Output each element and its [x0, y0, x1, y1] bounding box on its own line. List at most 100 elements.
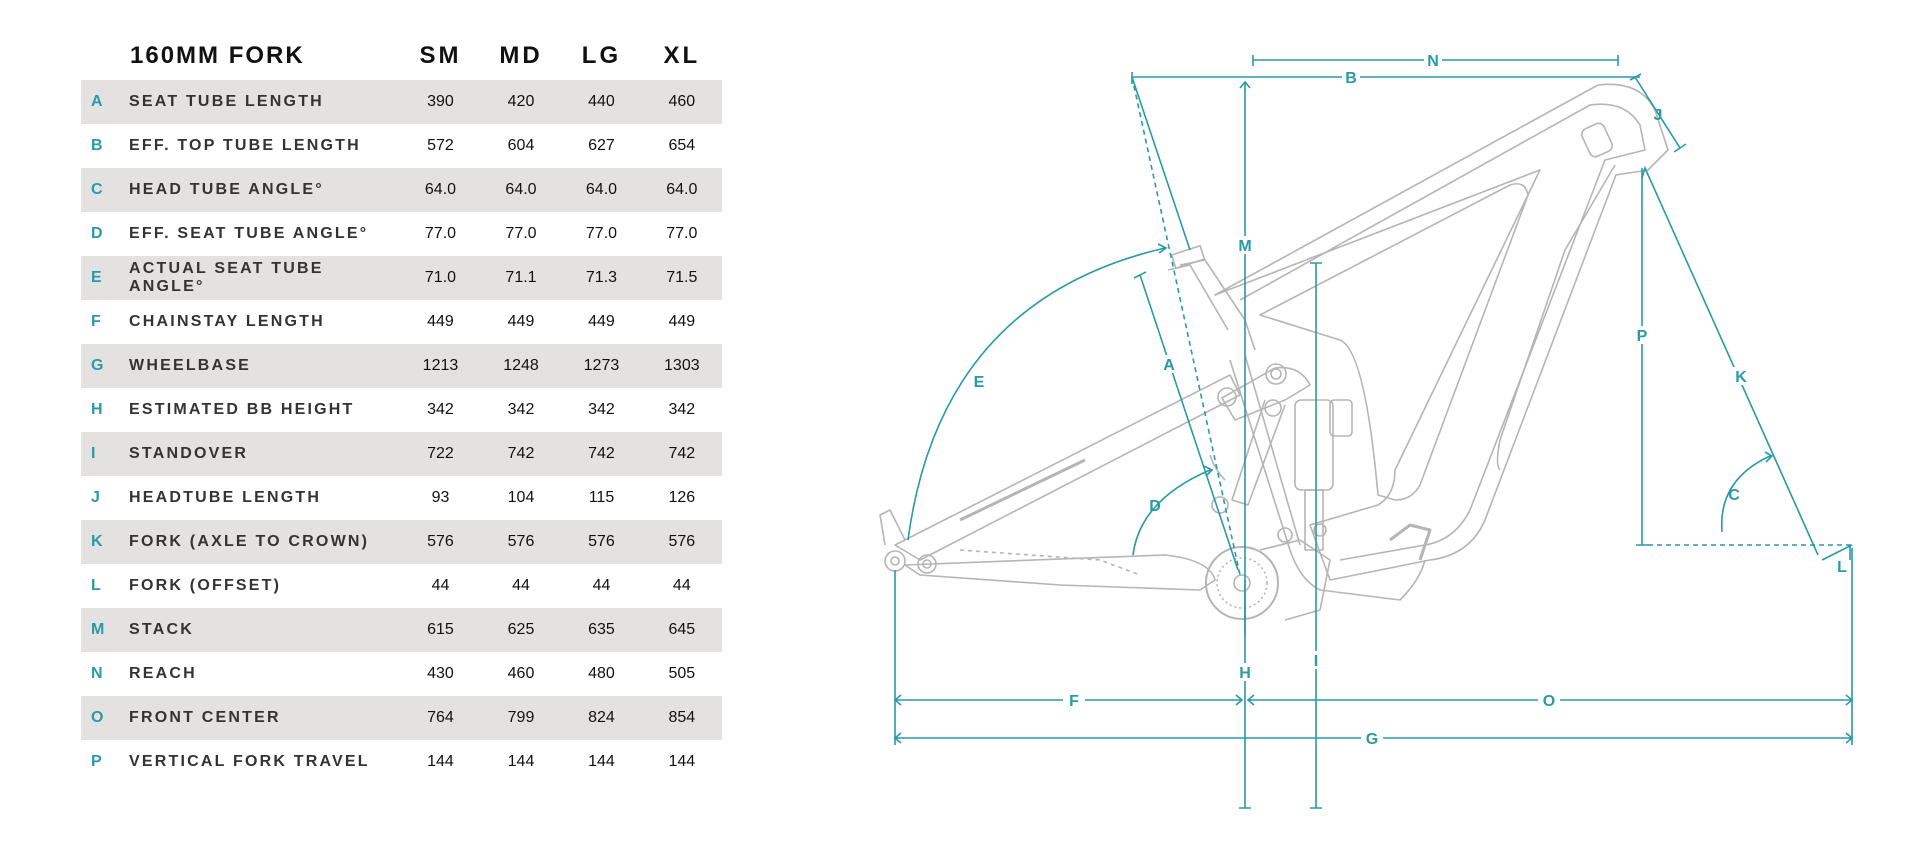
size-header-sm: SM	[419, 42, 462, 69]
dim-label-g: G	[1366, 731, 1378, 748]
row-letter: E	[81, 256, 130, 300]
row-letter: C	[81, 168, 130, 212]
dim-label-a: A	[1163, 357, 1175, 374]
table-header-row: 160MM FORK SM MD LG XL	[81, 32, 722, 80]
row-letter: P	[91, 753, 102, 770]
row-value-md: 576	[480, 520, 562, 564]
row-value-lg: 824	[561, 696, 642, 740]
size-header-lg: LG	[581, 42, 622, 69]
row-value-md: 77.0	[505, 225, 537, 242]
dimension-letters: N B J M A P K C L E D H I F O G	[970, 51, 1847, 748]
dim-label-j: J	[1654, 107, 1663, 124]
row-value-md: 799	[480, 696, 562, 740]
row-label: HEAD TUBE ANGLE°	[129, 168, 401, 212]
dim-label-d: D	[1149, 498, 1161, 515]
row-value-sm: 93	[431, 489, 450, 506]
row-label: EFF. TOP TUBE LENGTH	[129, 137, 361, 154]
row-label: WHEELBASE	[129, 344, 401, 388]
row-value-xl: 77.0	[666, 225, 698, 242]
row-letter: I	[81, 432, 130, 476]
row-letter: G	[81, 344, 130, 388]
row-value-sm: 722	[400, 432, 481, 476]
row-letter: M	[81, 608, 130, 652]
row-value-md: 44	[512, 577, 530, 594]
table-title: 160MM FORK	[130, 42, 305, 69]
row-value-sm: 44	[431, 577, 450, 594]
bike-geometry-diagram: N B J M A P K C L E D H I F O G	[879, 51, 1855, 809]
row-value-sm: 1213	[400, 344, 481, 388]
row-value-md: 625	[480, 608, 562, 652]
row-value-sm: 71.0	[400, 256, 481, 300]
dim-label-c: C	[1728, 487, 1740, 504]
dim-label-o: O	[1543, 693, 1555, 710]
row-value-xl: 64.0	[641, 168, 722, 212]
row-value-lg: 576	[561, 520, 642, 564]
row-value-xl: 44	[672, 577, 691, 594]
row-value-md: 64.0	[480, 168, 562, 212]
row-value-lg: 635	[561, 608, 642, 652]
row-value-xl: 854	[641, 696, 722, 740]
row-value-sm: 77.0	[424, 225, 457, 242]
row-label: STANDOVER	[129, 432, 401, 476]
row-label: VERTICAL FORK TRAVEL	[129, 753, 370, 770]
row-label: ESTIMATED BB HEIGHT	[129, 401, 355, 418]
row-value-lg: 144	[588, 753, 615, 770]
row-label: FORK (AXLE TO CROWN)	[129, 520, 401, 564]
row-value-sm: 576	[400, 520, 481, 564]
row-letter: K	[81, 520, 130, 564]
row-letter: F	[91, 313, 101, 330]
dim-label-h: H	[1239, 665, 1251, 682]
row-value-sm: 615	[400, 608, 481, 652]
row-value-lg: 742	[561, 432, 642, 476]
dim-label-k: K	[1735, 369, 1747, 386]
dim-label-m: M	[1238, 238, 1251, 255]
row-value-lg: 480	[588, 665, 615, 682]
row-value-lg: 1273	[561, 344, 642, 388]
row-letter: B	[91, 137, 103, 154]
dimension-lines	[893, 55, 1855, 809]
row-value-sm: 764	[400, 696, 481, 740]
row-letter: O	[81, 696, 130, 740]
row-letter: H	[91, 401, 103, 418]
row-value-xl: 505	[668, 665, 696, 682]
row-label: EFF. SEAT TUBE ANGLE°	[129, 225, 369, 242]
row-value-lg: 64.0	[561, 168, 642, 212]
row-value-xl: 645	[641, 608, 722, 652]
row-value-sm: 144	[427, 753, 454, 770]
row-value-md: 742	[480, 432, 562, 476]
row-value-sm: 430	[427, 665, 454, 682]
dim-label-i: I	[1314, 653, 1318, 670]
row-value-sm: 64.0	[400, 168, 481, 212]
row-value-md: 1248	[480, 344, 562, 388]
row-value-xl: 342	[668, 401, 696, 418]
dim-label-l: L	[1837, 559, 1847, 576]
row-letter: A	[81, 80, 130, 124]
row-value-lg: 77.0	[585, 225, 618, 242]
row-value-xl: 144	[668, 753, 696, 770]
row-value-xl: 654	[668, 137, 696, 154]
row-value-lg: 440	[561, 80, 642, 124]
row-label: ACTUAL SEAT TUBE ANGLE°	[129, 256, 401, 300]
row-value-xl: 126	[668, 489, 696, 506]
row-label: STACK	[129, 608, 401, 652]
row-value-md: 604	[507, 137, 535, 154]
row-value-lg: 115	[588, 489, 615, 506]
row-value-lg: 627	[588, 137, 615, 154]
row-value-sm: 449	[427, 313, 454, 330]
row-label: HEADTUBE LENGTH	[129, 489, 322, 506]
row-label: REACH	[129, 665, 197, 682]
row-label: FRONT CENTER	[129, 696, 401, 740]
